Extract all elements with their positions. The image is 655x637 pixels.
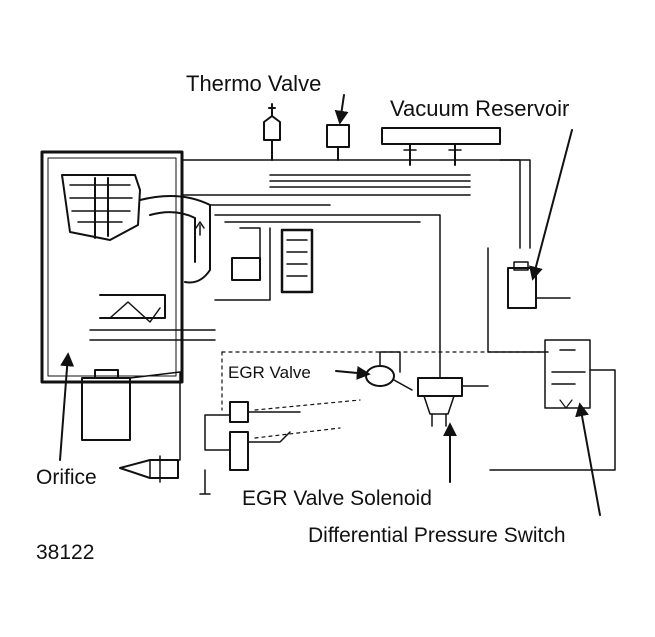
orifice-arrow bbox=[59, 352, 75, 461]
intake-manifold bbox=[61, 174, 141, 241]
differential-pressure-switch-component bbox=[489, 339, 616, 471]
differential-pressure-switch-arrow bbox=[575, 402, 601, 516]
differential-pressure-switch-label: Differential Pressure Switch bbox=[308, 524, 566, 547]
battery-component bbox=[81, 369, 181, 461]
figure-number: 38122 bbox=[36, 541, 94, 564]
callout-arrows bbox=[59, 94, 601, 516]
vacuum-reservoir-arrow bbox=[529, 129, 573, 281]
vacuum-reservoir-label: Vacuum Reservoir bbox=[390, 96, 569, 121]
thermo-valve-arrow bbox=[334, 94, 349, 125]
orifice-label: Orifice bbox=[36, 466, 97, 489]
egr-valve-label: EGR Valve bbox=[228, 363, 311, 382]
vacuum-reservoir-tank bbox=[381, 127, 501, 166]
air-duct bbox=[139, 195, 211, 284]
temperature-sensor bbox=[263, 103, 281, 161]
engine-outline bbox=[40, 150, 184, 384]
thermo-valve-label: Thermo Valve bbox=[186, 71, 321, 96]
lower-left-components bbox=[89, 294, 216, 341]
dashed-circuit-lines bbox=[221, 351, 541, 439]
wiring-connectors bbox=[199, 401, 301, 495]
thermo-valve-component bbox=[326, 124, 350, 161]
vacuum-reservoir-component bbox=[487, 159, 571, 353]
center-component-block bbox=[231, 228, 314, 294]
egr-valve-solenoid-label: EGR Valve Solenoid bbox=[242, 487, 432, 510]
egr-valve-arrow bbox=[335, 365, 371, 380]
egr-valve-solenoid-component bbox=[417, 377, 489, 427]
orifice-component bbox=[119, 455, 179, 483]
egr-valve-component bbox=[365, 351, 413, 391]
